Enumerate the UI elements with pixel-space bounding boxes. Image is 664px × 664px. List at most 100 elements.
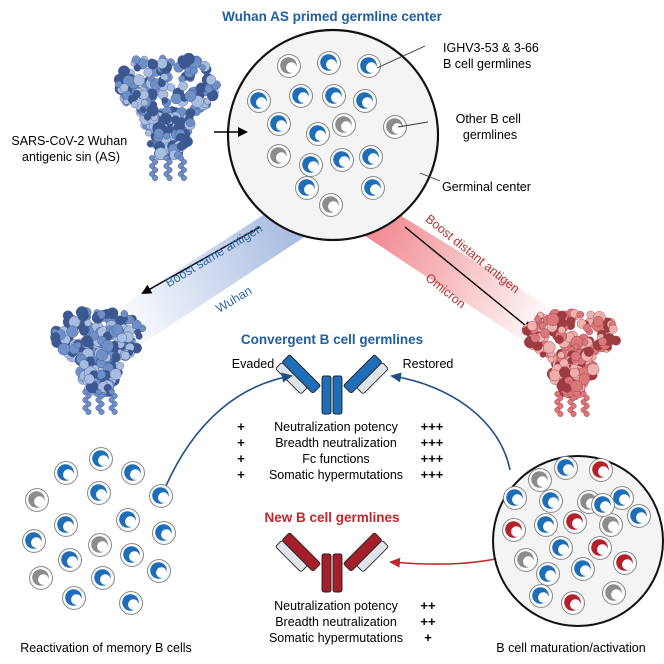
ighv-b-cell bbox=[357, 54, 381, 78]
memory-b-cell bbox=[88, 533, 112, 557]
ighv-b-cell bbox=[330, 148, 354, 172]
property-score-before: + bbox=[237, 419, 245, 434]
property-label: Neutralization potency bbox=[274, 599, 398, 613]
property-score-before: + bbox=[237, 435, 245, 450]
matured-b-cell bbox=[549, 536, 573, 560]
property-label: Breadth neutralization bbox=[275, 615, 397, 629]
other-b-cell bbox=[277, 54, 301, 78]
matured-b-cell bbox=[502, 518, 526, 542]
memory-b-cell bbox=[25, 488, 49, 512]
label-reactivation: Reactivation of memory B cells bbox=[20, 641, 192, 655]
memory-b-cell bbox=[120, 543, 144, 567]
antibody-convergent bbox=[275, 354, 389, 415]
matured-b-cell bbox=[602, 581, 626, 605]
property-score-after: +++ bbox=[421, 467, 444, 482]
matured-b-cell bbox=[599, 513, 623, 537]
matured-b-cell bbox=[534, 513, 558, 537]
property-label: Neutralization potency bbox=[274, 420, 398, 434]
ighv-b-cell bbox=[247, 89, 271, 113]
memory-b-cells bbox=[22, 447, 176, 615]
other-b-cell bbox=[332, 113, 356, 137]
property-row: Neutralization potency ++ bbox=[274, 598, 436, 613]
property-score-after: ++ bbox=[420, 598, 436, 613]
ighv-b-cell bbox=[317, 51, 341, 75]
arrow-restored bbox=[390, 372, 511, 471]
callout-gc: Germinal center bbox=[442, 180, 531, 194]
matured-b-cell bbox=[588, 536, 612, 560]
memory-b-cell bbox=[54, 461, 78, 485]
property-score-before: + bbox=[237, 451, 245, 466]
matured-b-cell bbox=[514, 548, 538, 572]
memory-b-cell bbox=[91, 566, 115, 590]
callout-ighv: IGHV3-53 & 3-66 B cell germlines bbox=[443, 41, 542, 71]
ighv-b-cell bbox=[322, 84, 346, 108]
matured-b-cell bbox=[528, 468, 552, 492]
beam-blue bbox=[100, 212, 318, 352]
memory-b-cell bbox=[121, 461, 145, 485]
property-score-after: + bbox=[424, 630, 432, 645]
memory-b-cell bbox=[62, 586, 86, 610]
matured-b-cell bbox=[610, 486, 634, 510]
property-label: Somatic hypermutations bbox=[269, 468, 403, 482]
ighv-b-cell bbox=[306, 122, 330, 146]
property-row: + Somatic hypermutations +++ bbox=[237, 467, 444, 482]
callout-line-other bbox=[397, 121, 429, 128]
property-row: Breadth neutralization ++ bbox=[275, 614, 436, 629]
memory-b-cell bbox=[54, 513, 78, 537]
property-score-after: +++ bbox=[421, 435, 444, 450]
property-score-after: +++ bbox=[421, 419, 444, 434]
arrow-boost-distant bbox=[404, 226, 533, 332]
memory-b-cell bbox=[29, 566, 53, 590]
germinal-center-cells bbox=[247, 51, 407, 217]
property-score-after: +++ bbox=[421, 451, 444, 466]
property-row: +Fc functions+++ bbox=[237, 451, 444, 466]
ighv-b-cell bbox=[267, 112, 291, 136]
property-row: Somatic hypermutations + bbox=[269, 630, 432, 645]
arrow-boost-same bbox=[141, 226, 261, 294]
matured-b-cell bbox=[627, 504, 651, 528]
memory-b-cell bbox=[119, 591, 143, 615]
label-evaded: Evaded bbox=[232, 357, 274, 371]
matured-gc-cells bbox=[502, 456, 651, 615]
memory-b-cell bbox=[149, 484, 173, 508]
ighv-b-cell bbox=[289, 84, 313, 108]
property-score-before: + bbox=[237, 467, 245, 482]
ighv-b-cell bbox=[361, 176, 385, 200]
property-score-after: ++ bbox=[420, 614, 436, 629]
memory-b-cell bbox=[116, 508, 140, 532]
memory-b-cell bbox=[147, 559, 171, 583]
title: Wuhan AS primed germline center bbox=[222, 9, 443, 24]
matured-b-cell bbox=[536, 562, 560, 586]
ighv-b-cell bbox=[299, 153, 323, 177]
property-row: + Breadth neutralization +++ bbox=[237, 435, 444, 450]
label-restored: Restored bbox=[403, 357, 454, 371]
other-b-cell bbox=[267, 144, 291, 168]
property-row: + Neutralization potency +++ bbox=[237, 419, 444, 434]
callout-line-ighv bbox=[376, 45, 426, 69]
spike-protein-omicron bbox=[522, 308, 621, 418]
matured-b-cell bbox=[529, 584, 553, 608]
new-germlines-title: New B cell germlines bbox=[264, 510, 399, 525]
other-b-cell bbox=[319, 193, 343, 217]
matured-b-cell bbox=[563, 510, 587, 534]
callout-line-gc bbox=[419, 172, 441, 182]
memory-b-cell bbox=[89, 447, 113, 471]
spike-protein-left bbox=[50, 306, 147, 416]
matured-b-cell bbox=[591, 493, 615, 517]
other-b-cell bbox=[383, 115, 407, 139]
convergent-properties: +Neutralization potency++++Breadth neutr… bbox=[237, 419, 444, 482]
matured-b-cell bbox=[554, 456, 578, 480]
new-germline-properties: Neutralization potency++Breadth neutrali… bbox=[269, 598, 436, 645]
callout-other: Other B cell germlines bbox=[456, 112, 525, 142]
property-label: Somatic hypermutations bbox=[269, 631, 403, 645]
memory-b-cell bbox=[152, 521, 176, 545]
property-label: Breadth neutralization bbox=[275, 436, 397, 450]
antigen-label: SARS-CoV-2 Wuhan antigenic sin (AS) bbox=[11, 134, 130, 164]
spike-protein-wuhan bbox=[113, 52, 221, 181]
memory-b-cell bbox=[87, 481, 111, 505]
germinal-center bbox=[226, 28, 440, 242]
matured-b-cell bbox=[589, 458, 613, 482]
matured-b-cell bbox=[571, 557, 595, 581]
